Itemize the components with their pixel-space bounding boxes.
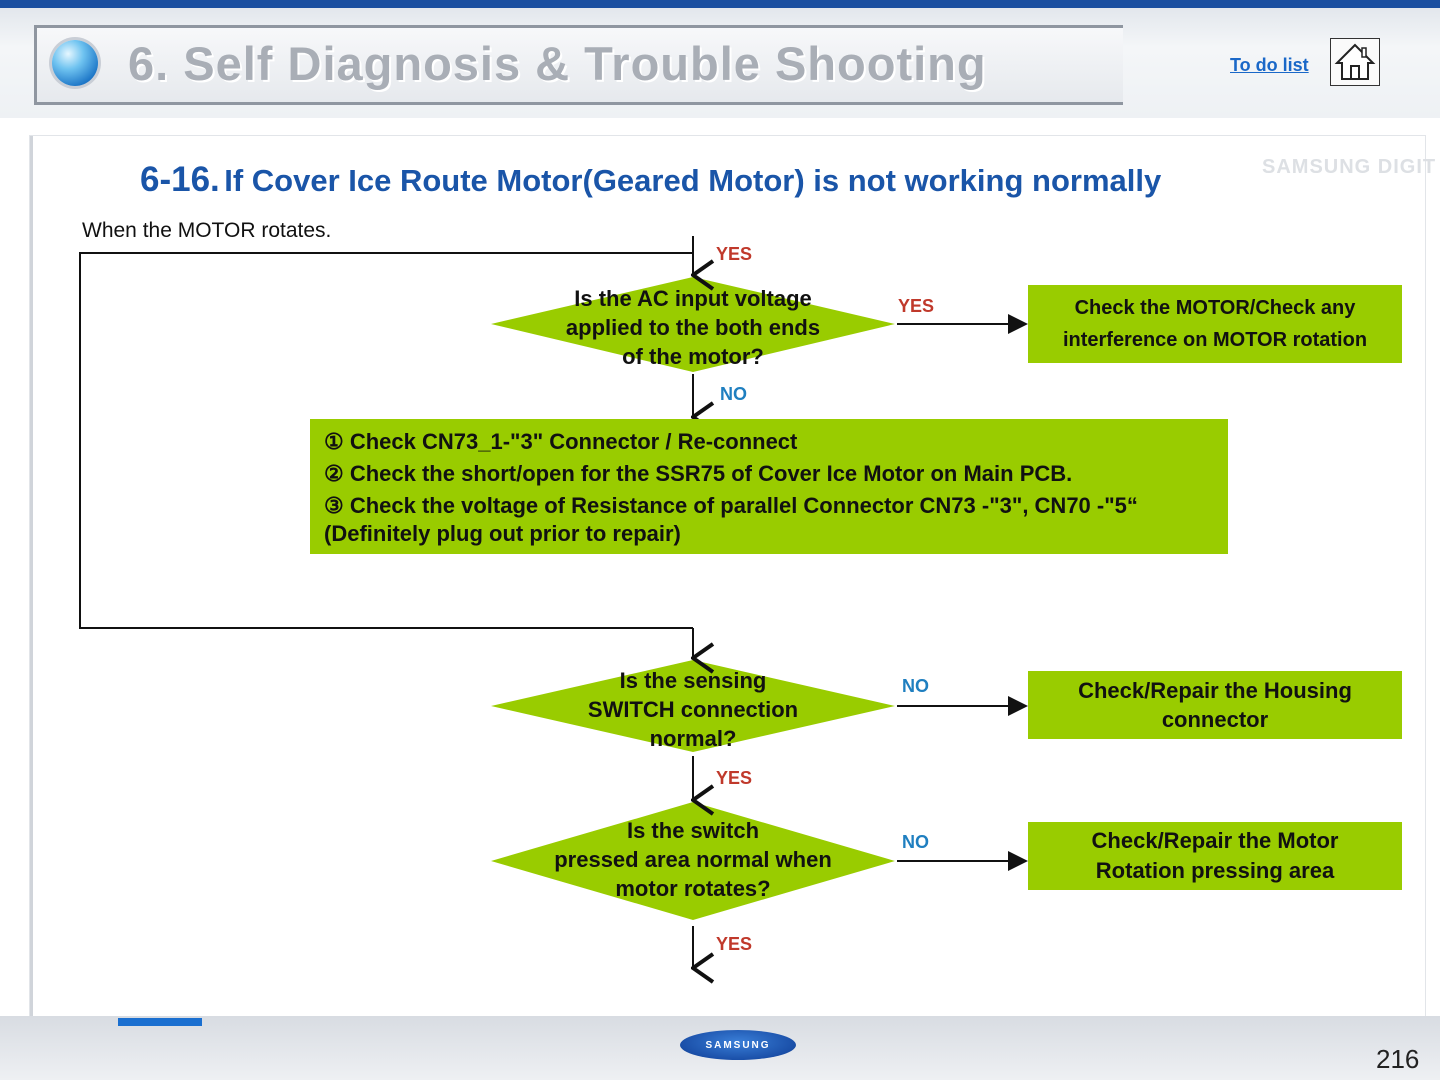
header-frame bbox=[34, 25, 1123, 105]
step-3: ③ Check the voltage of Resistance of par… bbox=[324, 493, 1138, 518]
result1-line1: Check the MOTOR/Check any bbox=[1074, 297, 1356, 319]
header-top-stripe bbox=[0, 0, 1440, 8]
d1-yes-label: YES bbox=[898, 296, 935, 316]
section-title: If Cover Ice Route Motor(Geared Motor) i… bbox=[224, 163, 1162, 198]
intro-text: When the MOTOR rotates. bbox=[82, 219, 332, 242]
result1-line2: interference on MOTOR rotation bbox=[1062, 329, 1368, 351]
check-steps-box: ① Check CN73_1-"3" Connector / Re-connec… bbox=[310, 419, 1228, 554]
decision1-line3: of the motor? bbox=[622, 344, 764, 369]
result2-box: Check/Repair the Housing connector bbox=[1028, 671, 1402, 739]
section-number: 6-16. bbox=[140, 160, 220, 199]
top-yes-label: YES bbox=[716, 244, 753, 264]
home-icon bbox=[1334, 43, 1376, 80]
decision3-line2: pressed area normal when bbox=[554, 847, 832, 872]
d3-no-label: NO bbox=[902, 832, 929, 852]
result2-line2: connector bbox=[1161, 707, 1269, 732]
d1-no-label: NO bbox=[720, 384, 747, 404]
step-2: ② Check the short/open for the SSR75 of … bbox=[324, 461, 1073, 486]
step-4: (Definitely plug out prior to repair) bbox=[324, 521, 681, 546]
page-title: 6. Self Diagnosis & Trouble Shooting bbox=[128, 37, 987, 90]
loop-connector bbox=[79, 252, 693, 629]
decision2-line1: Is the sensing bbox=[619, 668, 767, 693]
watermark-logo: SAMSUNG DIGIT bbox=[1262, 156, 1437, 178]
page-number: 216 bbox=[1376, 1044, 1420, 1074]
decision2-shape bbox=[491, 660, 895, 752]
samsung-logo-icon: SAMSUNG bbox=[680, 1030, 796, 1060]
decision3-shape bbox=[491, 802, 895, 920]
result3-box: Check/Repair the Motor Rotation pressing… bbox=[1028, 822, 1402, 890]
decision2-line3: normal? bbox=[649, 726, 737, 751]
decision3-line1: Is the switch bbox=[626, 818, 760, 843]
result2-line1: Check/Repair the Housing bbox=[1078, 678, 1352, 703]
decision2-text: Is the sensing SWITCH connection normal? bbox=[513, 666, 873, 753]
home-button[interactable] bbox=[1330, 38, 1380, 86]
result3-line2: Rotation pressing area bbox=[1095, 858, 1335, 883]
d3-yes-label: YES bbox=[716, 934, 753, 954]
footer-accent bbox=[118, 1018, 202, 1026]
decision1-shape bbox=[491, 277, 895, 372]
globe-icon bbox=[52, 40, 98, 86]
todo-list-link[interactable]: To do list bbox=[1230, 55, 1309, 75]
decision1-line1: Is the AC input voltage bbox=[574, 286, 812, 311]
step-1: ① Check CN73_1-"3" Connector / Re-connec… bbox=[324, 429, 798, 454]
decision1-text: Is the AC input voltage applied to the b… bbox=[513, 284, 873, 371]
section-heading: 6-16. If Cover Ice Route Motor(Geared Mo… bbox=[140, 160, 1161, 200]
result3-line1: Check/Repair the Motor bbox=[1091, 828, 1339, 853]
decision2-line2: SWITCH connection bbox=[587, 697, 799, 722]
decision1-line2: applied to the both ends bbox=[565, 315, 821, 340]
d2-yes-label: YES bbox=[716, 768, 753, 788]
result1-box: Check the MOTOR/Check any interference o… bbox=[1028, 285, 1402, 363]
decision3-text: Is the switch pressed area normal when m… bbox=[513, 816, 873, 903]
decision3-line3: motor rotates? bbox=[615, 876, 771, 901]
d2-no-label: NO bbox=[902, 676, 929, 696]
